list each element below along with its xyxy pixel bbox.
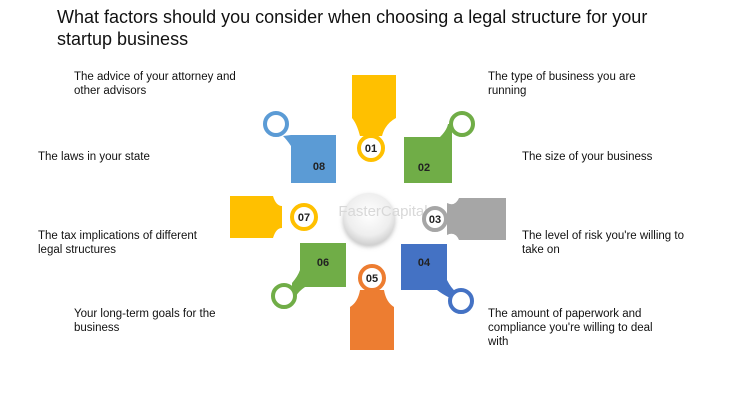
factor-number-07: 07 — [298, 212, 310, 224]
factor-label-01: The type of business you are running — [488, 71, 636, 97]
page-title: What factors should you consider when ch… — [57, 7, 648, 49]
factor-petal-06: 06 — [271, 243, 346, 309]
factor-label-06: The tax implications of different legal … — [38, 230, 197, 256]
factor-number-06: 06 — [317, 257, 329, 269]
factor-number-03: 03 — [429, 214, 441, 226]
factor-number-08: 08 — [313, 161, 325, 173]
factor-petal-07: 07 — [230, 196, 318, 238]
factor-petal-04: 04 — [401, 244, 474, 314]
factor-petal-05: 05 — [350, 264, 394, 350]
factor-petal-02: 02 — [404, 111, 475, 183]
factor-label-04: The amount of paperwork and compliance y… — [488, 308, 653, 348]
factor-label-03: The level of risk you're willing to take… — [522, 230, 684, 256]
factor-number-01: 01 — [365, 143, 377, 155]
factor-label-02: The size of your business — [522, 151, 653, 163]
factor-number-05: 05 — [366, 273, 378, 285]
factor-label-05: Your long-term goals for the business — [74, 308, 216, 334]
factor-number-02: 02 — [418, 162, 430, 174]
center-hub — [343, 193, 395, 245]
watermark: FasterCapital — [338, 203, 427, 220]
factor-petal-03: 03 — [422, 198, 506, 240]
factor-label-07: The laws in your state — [38, 151, 150, 163]
factor-petal-01: 01 — [352, 75, 396, 162]
factor-petal-08: 08 — [263, 111, 336, 183]
factor-label-08: The advice of your attorney and other ad… — [74, 71, 236, 97]
factor-number-04: 04 — [418, 257, 431, 269]
